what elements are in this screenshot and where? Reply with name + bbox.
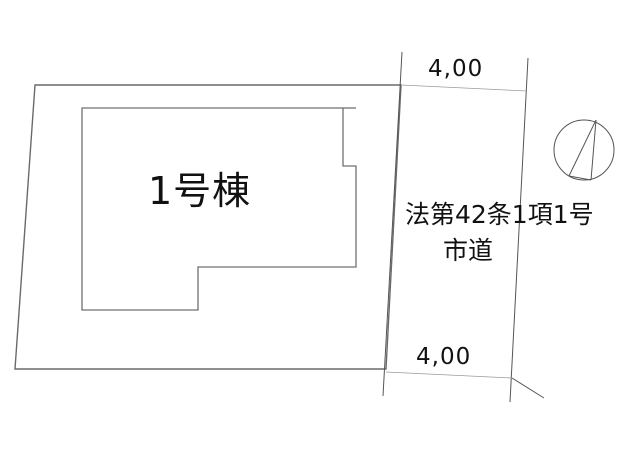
dimension-line-bottom (385, 371, 513, 379)
road-width-bottom: 4,00 (416, 344, 472, 370)
road-classification-label: 法第42条1項1号 (405, 200, 594, 229)
dimension-line-top (400, 84, 528, 92)
road-boundary-right (509, 57, 529, 403)
lot-boundary (14, 84, 402, 370)
adjacent-lot-line (511, 377, 545, 399)
road-type-label: 市道 (443, 236, 494, 265)
north-arrow-icon (553, 119, 615, 181)
road-width-top: 4,00 (428, 56, 484, 82)
building-footprint (81, 107, 357, 311)
building-label: 1号棟 (148, 169, 252, 213)
road-boundary-left (382, 51, 403, 397)
